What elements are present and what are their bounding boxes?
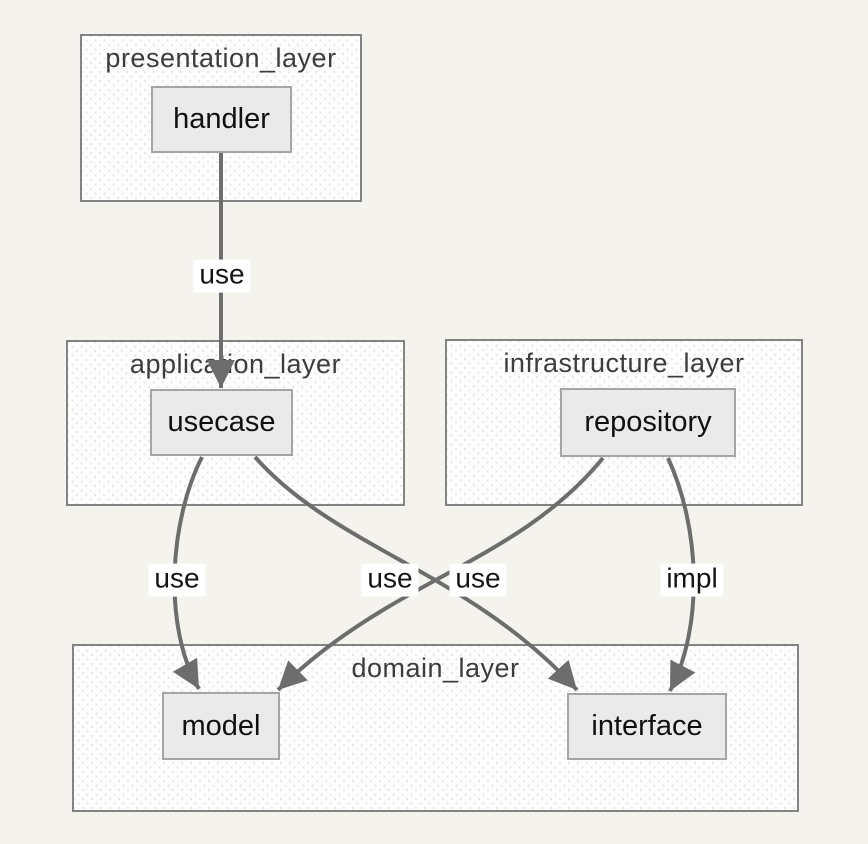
edge-label-usecase-model: use <box>148 563 206 597</box>
layer-infrastructure-title: infrastructure_layer <box>503 348 745 378</box>
edge-label-repository-model: use <box>361 563 419 597</box>
node-model-label: model <box>181 709 261 742</box>
edge-label-handler-usecase: use <box>193 259 251 293</box>
node-handler-label: handler <box>173 103 270 135</box>
node-handler: handler <box>151 86 292 153</box>
node-repository: repository <box>560 388 736 457</box>
node-interface-label: interface <box>591 710 703 742</box>
node-usecase-label: usecase <box>167 406 276 438</box>
node-model: model <box>162 692 280 760</box>
layer-presentation-title: presentation_layer <box>105 43 337 73</box>
edge-label-repository-interface: impl <box>660 563 724 597</box>
layer-application-title: application_layer <box>129 349 342 379</box>
node-repository-label: repository <box>584 406 712 438</box>
edge-label-usecase-interface: use <box>449 563 507 597</box>
node-interface: interface <box>567 693 727 760</box>
node-usecase: usecase <box>150 389 293 456</box>
layer-domain-title: domain_layer <box>351 653 520 683</box>
